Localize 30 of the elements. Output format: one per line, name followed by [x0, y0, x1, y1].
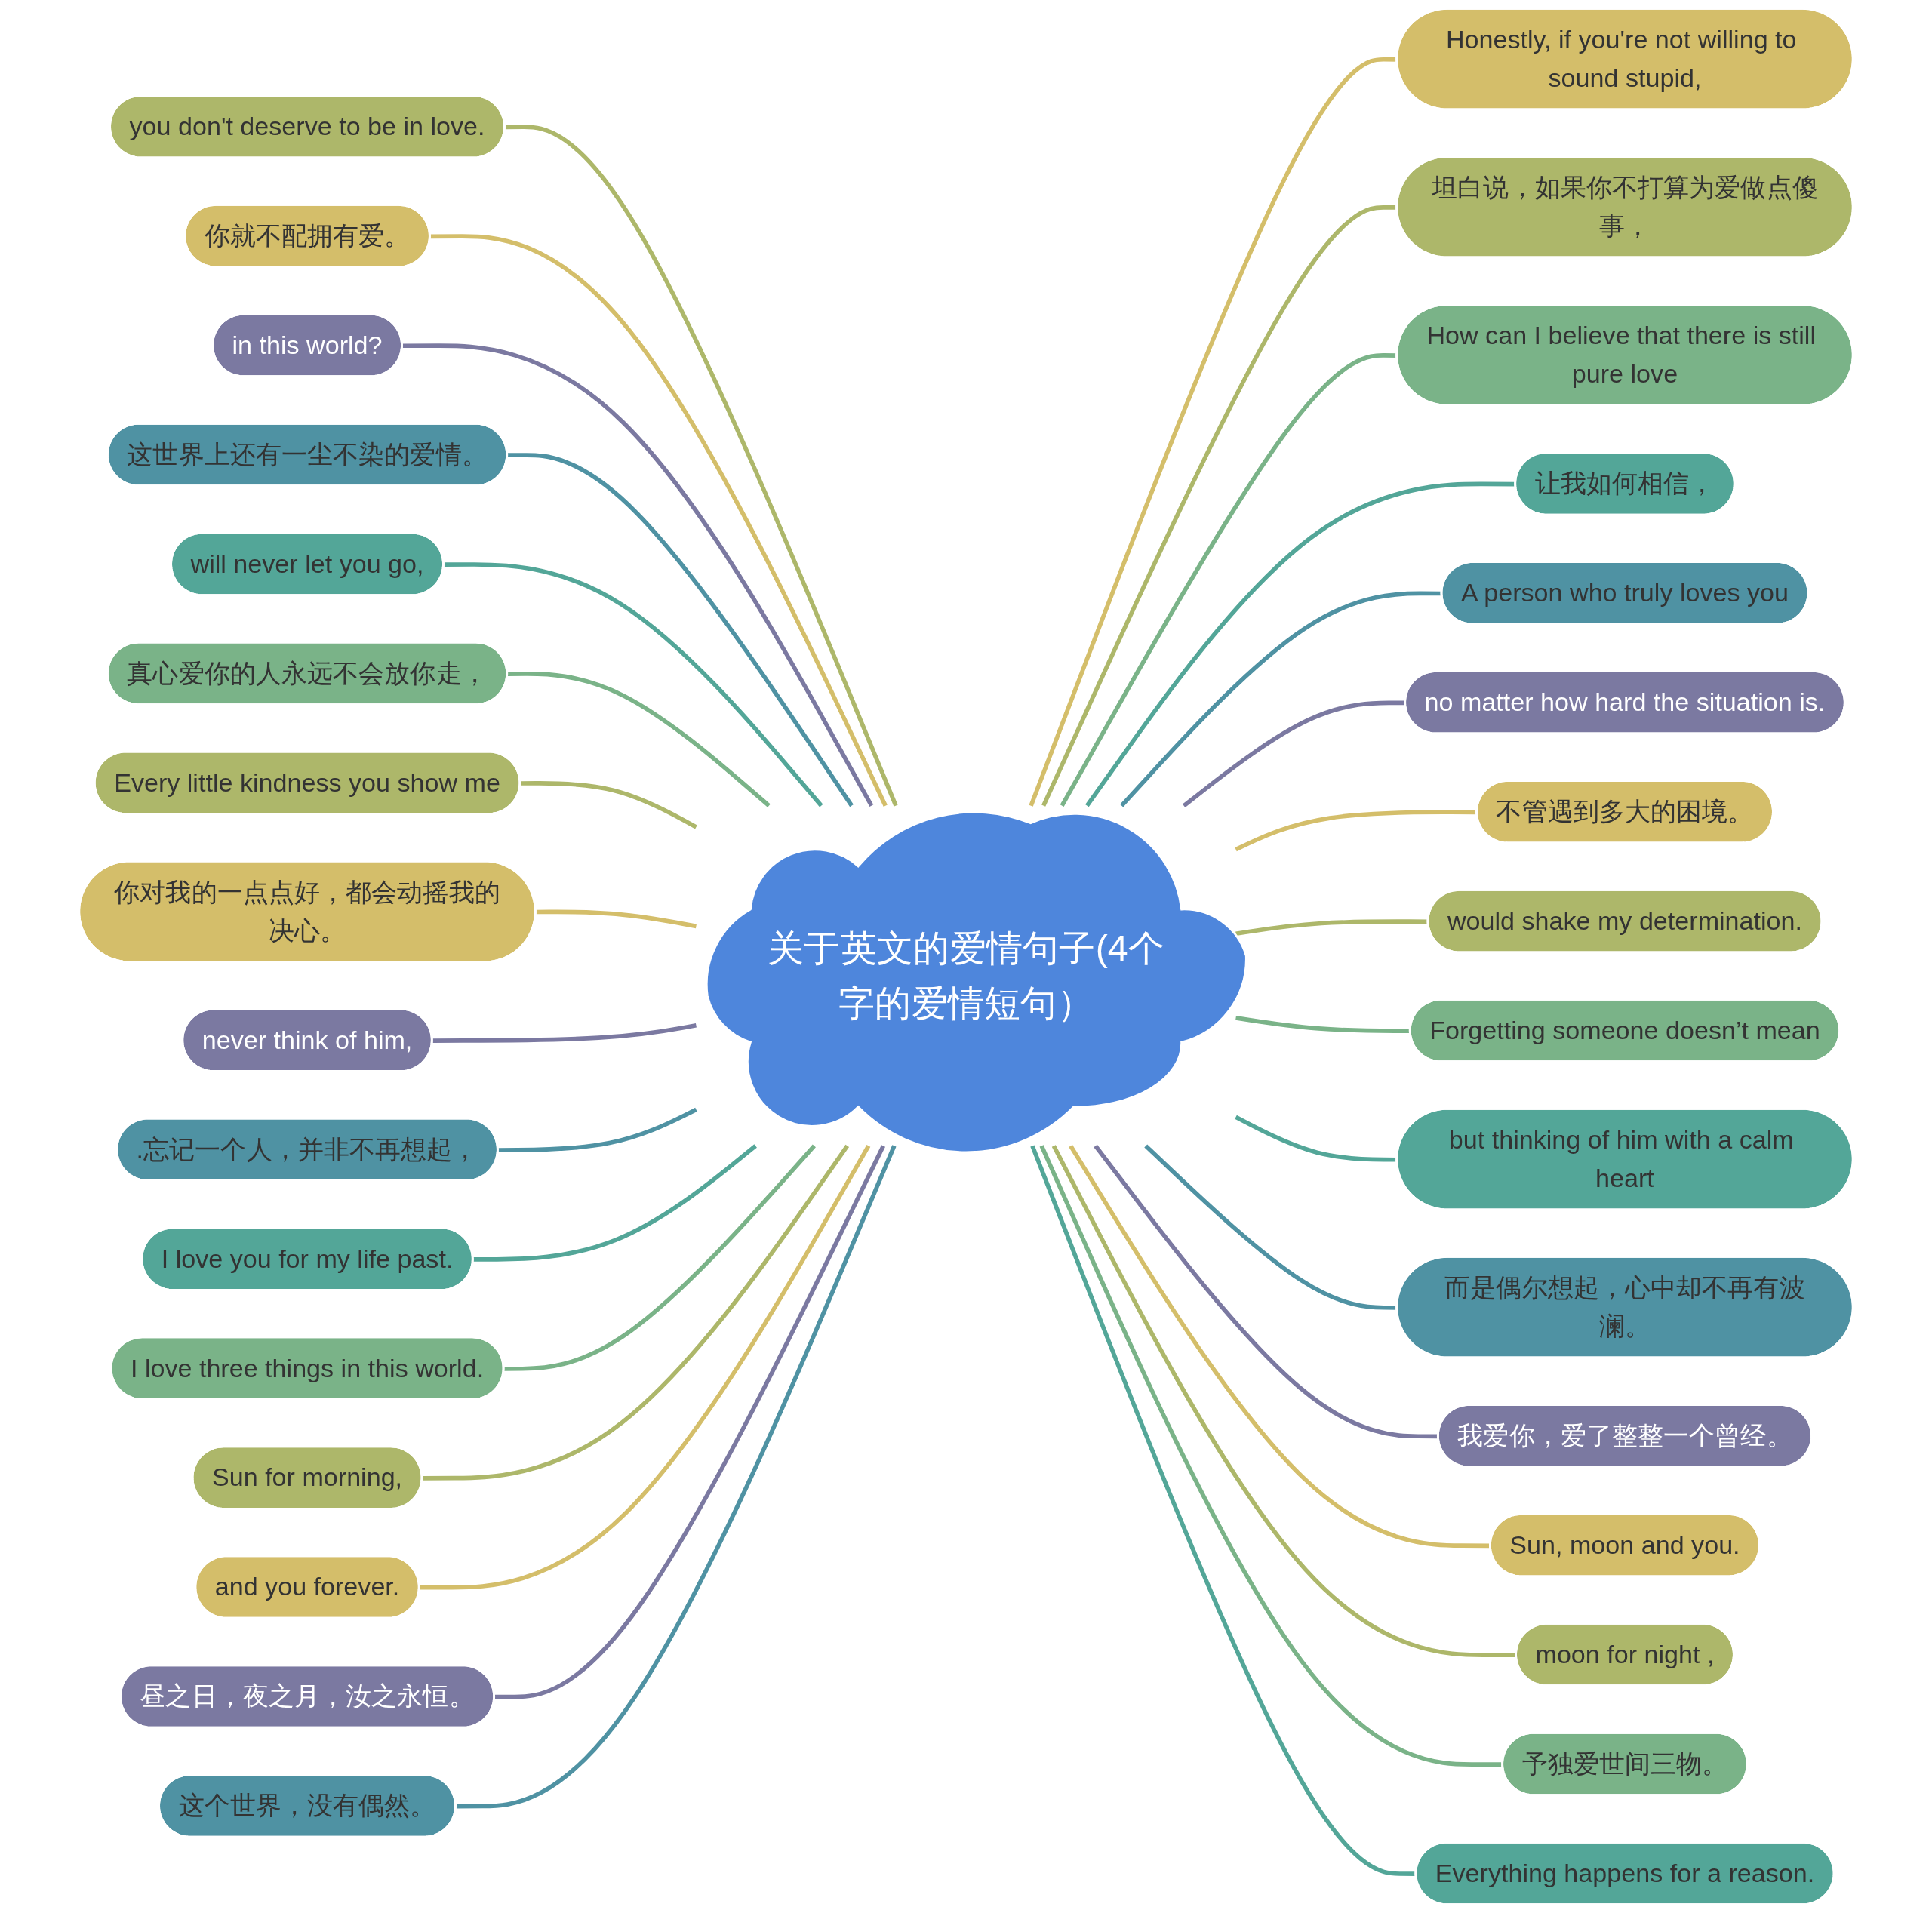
connector: [498, 1107, 697, 1152]
connector: [1030, 1145, 1417, 1876]
connector: [1051, 1145, 1517, 1658]
connector: [1235, 1016, 1411, 1034]
connector: [1029, 57, 1398, 807]
connector: [1060, 353, 1398, 807]
connector: [520, 781, 697, 829]
connector: [1235, 919, 1429, 937]
connector: [1085, 481, 1516, 807]
connector: [536, 909, 697, 929]
connector: [1039, 1145, 1503, 1767]
connector: [503, 1144, 816, 1371]
connector: [1041, 205, 1398, 807]
connector: [419, 1145, 871, 1590]
connector: [505, 125, 898, 807]
connector: [402, 343, 874, 807]
connector: [472, 1144, 757, 1262]
connector: [456, 1145, 897, 1809]
connector: [1144, 1144, 1398, 1310]
connector: [1094, 1144, 1439, 1439]
connector: [432, 1023, 697, 1043]
connector: [1182, 700, 1406, 807]
connector: [1120, 591, 1442, 807]
connector: [507, 672, 771, 807]
connector: [494, 1145, 885, 1699]
connector: [1235, 1115, 1398, 1162]
connector: [430, 234, 888, 807]
connector: [507, 453, 854, 807]
connector: [444, 562, 823, 807]
connector: [422, 1144, 850, 1481]
